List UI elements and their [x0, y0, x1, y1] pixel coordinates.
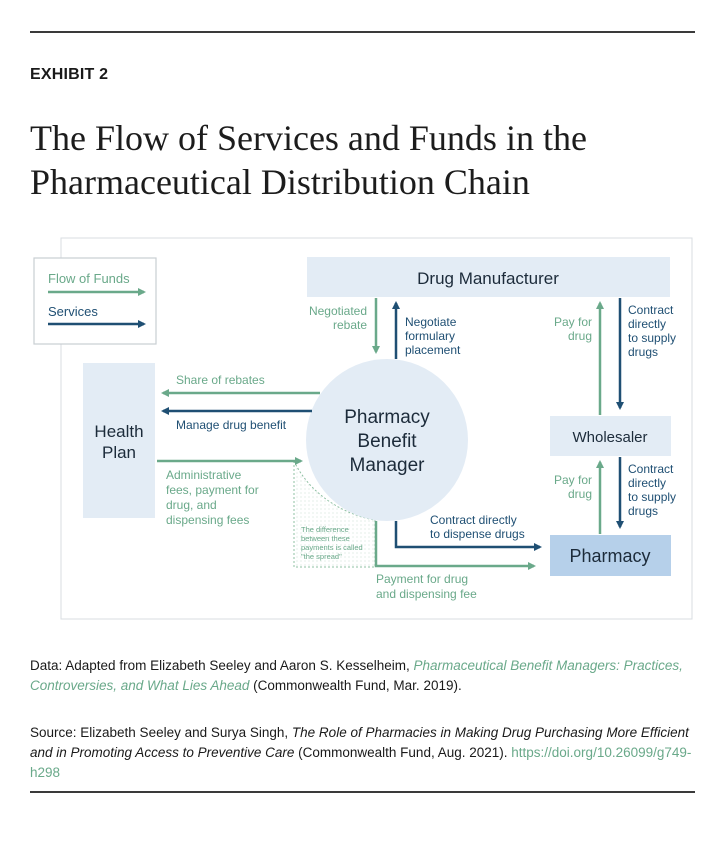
- pbm-label-2: Benefit: [357, 431, 417, 452]
- source-note-prefix: Source: Elizabeth Seeley and Surya Singh…: [30, 725, 292, 740]
- data-note: Data: Adapted from Elizabeth Seeley and …: [30, 656, 700, 696]
- spread-note-2: between these: [301, 534, 350, 543]
- health-plan-label-2: Plan: [102, 443, 136, 462]
- admin-fees-label-3: drug, and: [166, 498, 217, 512]
- contract-supply-bottom-label-4: drugs: [628, 504, 658, 518]
- source-note-suffix: (Commonwealth Fund, Aug. 2021).: [294, 745, 512, 760]
- pbm-label-1: Pharmacy: [344, 407, 430, 428]
- contract-supply-bottom-label-2: directly: [628, 476, 666, 490]
- page-title: The Flow of Services and Funds in the Ph…: [30, 116, 690, 204]
- drug-manufacturer-label: Drug Manufacturer: [417, 269, 559, 288]
- share-of-rebates-label: Share of rebates: [176, 373, 265, 387]
- spread-note-4: "the spread": [301, 552, 342, 561]
- contract-dispense-label-1: Contract directly: [430, 513, 517, 527]
- legend-box: [33, 257, 157, 345]
- contract-dispense-arrow: [394, 521, 542, 551]
- exhibit-label: EXHIBIT 2: [30, 66, 109, 83]
- legend-services-label: Services: [48, 304, 98, 319]
- contract-supply-top-label-1: Contract: [628, 303, 674, 317]
- bottom-rule: [30, 791, 695, 793]
- negotiate-formulary-label-1: Negotiate: [405, 315, 457, 329]
- negotiate-formulary-label-2: formulary: [405, 329, 455, 343]
- contract-dispense-label-2: to dispense drugs: [430, 527, 525, 541]
- distribution-chain-diagram: Flow of Funds Services Drug Manufacturer…: [33, 237, 693, 620]
- legend-funds-label: Flow of Funds: [48, 271, 130, 286]
- pay-for-drug-top-label-1: Pay for: [554, 315, 592, 329]
- pharmacy-box: [550, 535, 671, 576]
- pay-for-drug-bottom-label-1: Pay for: [554, 473, 592, 487]
- admin-fees-label-4: dispensing fees: [166, 513, 249, 527]
- payment-dispensing-arrow: [374, 521, 536, 570]
- pbm-label-3: Manager: [350, 455, 426, 476]
- spread-region: [293, 460, 376, 568]
- payment-dispensing-label-1: Payment for drug: [376, 572, 468, 586]
- health-plan-box: [83, 363, 155, 518]
- negotiated-rebate-label-1: Negotiated: [309, 304, 367, 318]
- negotiated-rebate-label-2: rebate: [333, 318, 367, 332]
- pay-for-drug-bottom-label-2: drug: [568, 487, 592, 501]
- source-note: Source: Elizabeth Seeley and Surya Singh…: [30, 723, 700, 783]
- title-line-1: The Flow of Services and Funds in the: [30, 118, 587, 158]
- health-plan-label-1: Health: [94, 422, 143, 441]
- pharmacy-label: Pharmacy: [569, 546, 650, 566]
- contract-supply-bottom-label-1: Contract: [628, 462, 674, 476]
- data-note-prefix: Data: Adapted from Elizabeth Seeley and …: [30, 658, 414, 673]
- data-note-title: Pharmaceutical Benefit Managers: Practic…: [30, 658, 683, 693]
- wholesaler-box: [550, 416, 671, 456]
- spread-note-3: payments is called: [301, 543, 363, 552]
- wholesaler-label: Wholesaler: [572, 429, 647, 446]
- pbm-circle: [306, 359, 468, 521]
- title-line-2: Pharmaceutical Distribution Chain: [30, 162, 530, 202]
- data-note-suffix: (Commonwealth Fund, Mar. 2019).: [249, 678, 462, 693]
- admin-fees-label-1: Administrative: [166, 468, 242, 482]
- payment-dispensing-label-2: and dispensing fee: [376, 587, 477, 601]
- contract-supply-top-label-4: drugs: [628, 345, 658, 359]
- pay-for-drug-top-label-2: drug: [568, 329, 592, 343]
- source-note-title: The Role of Pharmacies in Making Drug Pu…: [30, 725, 689, 760]
- legend: Flow of Funds Services: [33, 257, 157, 345]
- spread-note-1: The difference: [301, 525, 349, 534]
- admin-fees-label-2: fees, payment for: [166, 483, 259, 497]
- contract-supply-top-label-3: to supply: [628, 331, 676, 345]
- drug-manufacturer-box: [307, 257, 670, 297]
- negotiate-formulary-label-3: placement: [405, 343, 461, 357]
- source-doi-link[interactable]: https://doi.org/10.26099/g749-h298: [30, 745, 692, 780]
- contract-supply-top-label-2: directly: [628, 317, 666, 331]
- contract-supply-bottom-label-3: to supply: [628, 490, 676, 504]
- top-rule: [30, 31, 695, 33]
- manage-drug-benefit-label: Manage drug benefit: [176, 418, 287, 432]
